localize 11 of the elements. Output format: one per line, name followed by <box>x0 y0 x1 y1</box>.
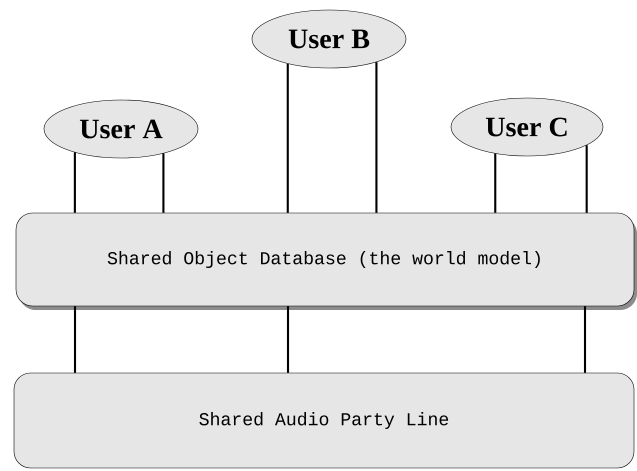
connector-line <box>286 64 289 213</box>
connector-line <box>494 154 496 213</box>
connector-line <box>74 306 76 373</box>
connector-line <box>286 306 290 373</box>
connector-line <box>162 154 164 213</box>
connector-line <box>375 62 378 213</box>
layer-box: Shared Object Database (the world model) <box>16 212 637 310</box>
connector-line <box>586 145 588 213</box>
connector-line <box>74 152 76 213</box>
layer-box: Shared Audio Party Line <box>14 372 634 468</box>
connector-line <box>584 306 586 373</box>
